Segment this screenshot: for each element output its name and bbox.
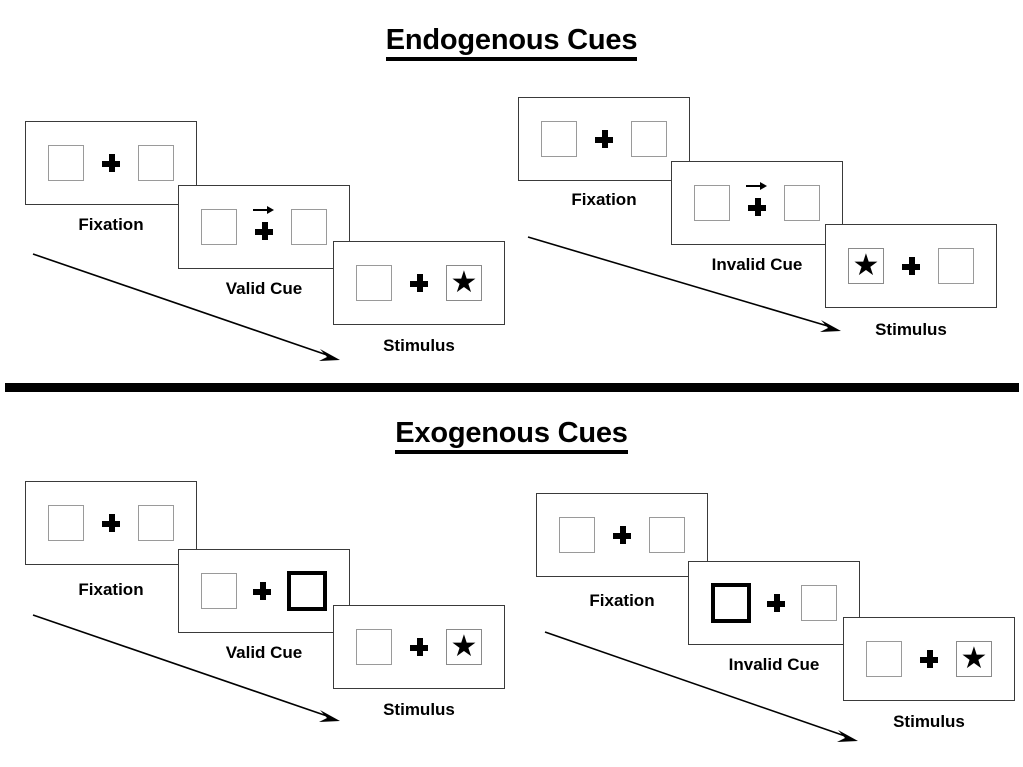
fixation-cross-icon [409, 273, 429, 293]
label-endo-valid-fixation: Fixation [78, 215, 144, 234]
cue-box-right-highlighted [287, 571, 327, 611]
label-endo-invalid-stimulus: Stimulus [875, 320, 947, 339]
label-exo-valid-stimulus: Stimulus [383, 700, 455, 719]
cue-arrow-right-icon [253, 205, 275, 214]
section-title-exogenous-text: Exogenous Cues [395, 417, 628, 454]
fixation-cross-icon [919, 649, 939, 669]
stimulus-box-right-with-star: ★ [956, 641, 992, 677]
fixation-cross-icon [612, 525, 632, 545]
panel-exo-invalid-stimulus: ★ [843, 617, 1015, 701]
stimulus-box-left [866, 641, 902, 677]
stimulus-box-left [356, 629, 392, 665]
stimulus-box-right [138, 505, 174, 541]
section-title-endogenous-text: Endogenous Cues [385, 24, 637, 61]
panel-endo-valid-cue [178, 185, 350, 269]
label-endo-valid-stimulus: Stimulus [383, 336, 455, 355]
stimulus-box-right [649, 517, 685, 553]
stimulus-box-right [801, 585, 837, 621]
star-icon: ★ [450, 266, 478, 299]
fixation-cross-icon [101, 513, 121, 533]
section-title-exogenous: Exogenous Cues [0, 417, 1023, 454]
star-icon: ★ [852, 249, 880, 282]
panel-endo-invalid-cue [671, 161, 843, 245]
panel-exo-valid-fixation [25, 481, 197, 565]
stimulus-box-right-with-star: ★ [446, 265, 482, 301]
label-endo-invalid-cue: Invalid Cue [711, 255, 803, 274]
stimulus-box-right-with-star: ★ [446, 629, 482, 665]
stimulus-box-left [201, 209, 237, 245]
cue-box-left-highlighted [711, 583, 751, 623]
label-exo-valid-cue: Valid Cue [225, 643, 303, 662]
stimulus-box-left [694, 185, 730, 221]
stimulus-box-left [541, 121, 577, 157]
stimulus-box-left [559, 517, 595, 553]
fixation-cross-icon [253, 206, 274, 241]
fixation-cross-icon [766, 593, 786, 613]
panel-endo-invalid-stimulus: ★ [825, 224, 997, 308]
stimulus-box-right [938, 248, 974, 284]
stimulus-box-right [291, 209, 327, 245]
fixation-cross-icon [594, 129, 614, 149]
label-exo-invalid-stimulus: Stimulus [893, 712, 965, 731]
label-exo-invalid-fixation: Fixation [589, 591, 655, 610]
panel-exo-valid-stimulus: ★ [333, 605, 505, 689]
flow-arrow-exo-valid [32, 614, 340, 722]
section-divider [5, 383, 1019, 392]
cue-arrow-right-icon [746, 181, 768, 190]
label-endo-invalid-fixation: Fixation [571, 190, 637, 209]
label-endo-valid-cue: Valid Cue [225, 279, 303, 298]
stimulus-box-left [48, 505, 84, 541]
stimulus-box-left-with-star: ★ [848, 248, 884, 284]
stimulus-box-left [356, 265, 392, 301]
panel-endo-valid-stimulus: ★ [333, 241, 505, 325]
label-exo-valid-fixation: Fixation [78, 580, 144, 599]
fixation-cross-icon [101, 153, 121, 173]
flow-arrow-exo-invalid [544, 631, 858, 742]
panel-endo-invalid-fixation [518, 97, 690, 181]
panel-exo-invalid-fixation [536, 493, 708, 577]
fixation-cross-icon [746, 182, 767, 217]
panel-exo-invalid-cue [688, 561, 860, 645]
label-exo-invalid-cue: Invalid Cue [728, 655, 820, 674]
star-icon: ★ [960, 642, 988, 675]
panel-endo-valid-fixation [25, 121, 197, 205]
section-title-endogenous: Endogenous Cues [0, 24, 1023, 61]
stimulus-box-right [631, 121, 667, 157]
stimulus-box-right [138, 145, 174, 181]
fixation-cross-icon [901, 256, 921, 276]
fixation-cross-icon [409, 637, 429, 657]
fixation-cross-icon [252, 581, 272, 601]
flow-arrow-endo-invalid [527, 236, 841, 332]
star-icon: ★ [450, 630, 478, 663]
stimulus-box-left [201, 573, 237, 609]
stimulus-box-left [48, 145, 84, 181]
stimulus-box-right [784, 185, 820, 221]
panel-exo-valid-cue [178, 549, 350, 633]
flow-arrow-endo-valid [32, 253, 340, 361]
